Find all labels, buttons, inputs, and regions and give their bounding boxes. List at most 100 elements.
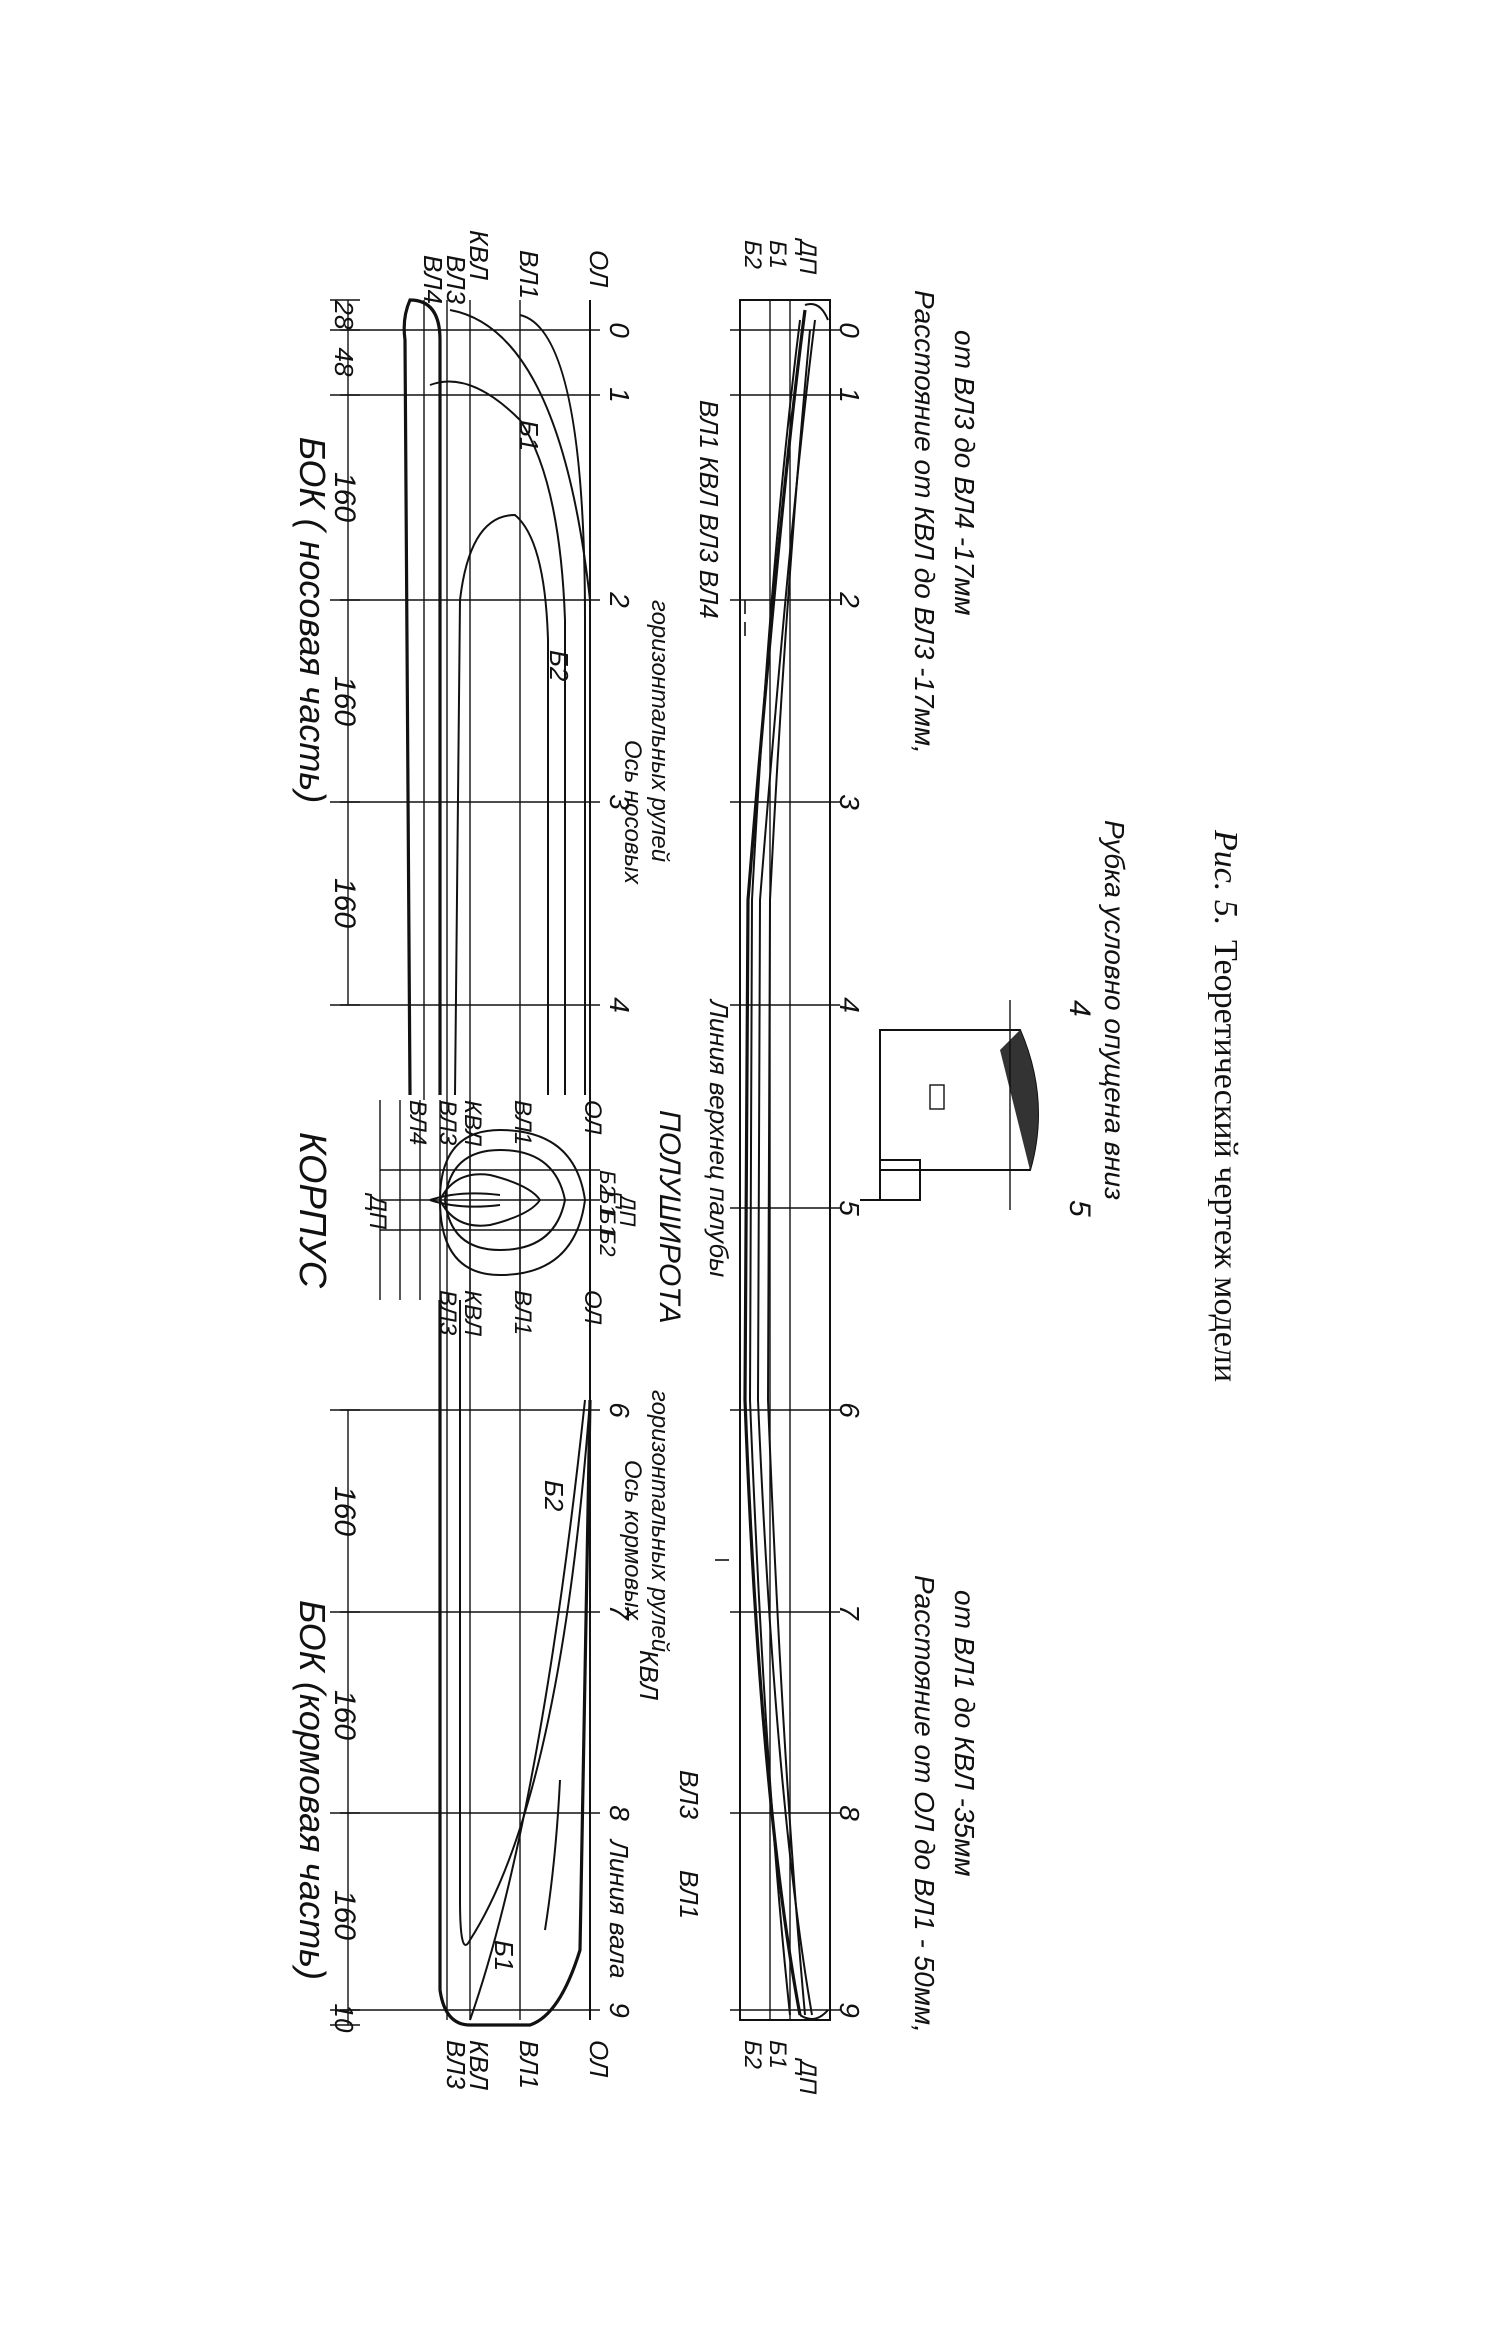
svg-text:160: 160 xyxy=(328,878,361,928)
svg-text:Б1: Б1 xyxy=(595,1210,620,1237)
profile-bow-bottom xyxy=(519,314,586,1095)
svg-text:ВЛ1: ВЛ1 xyxy=(514,2040,544,2089)
svg-text:Рубка условно опущена вниз: Рубка условно опущена вниз xyxy=(1099,820,1130,1200)
profile-bow-buttock-3 xyxy=(454,513,549,1096)
stern-waterline-labels: ВЛ3 КВЛ ВЛ1 ОЛ Б1 Б2 Линия вала xyxy=(441,1480,634,2090)
svg-text:5: 5 xyxy=(1063,1200,1096,1217)
svg-text:0: 0 xyxy=(604,322,635,338)
svg-text:160: 160 xyxy=(328,1690,361,1740)
profile-bow-buttock-2 xyxy=(429,380,566,1095)
dimension-values: 160 160 160 10 160 160 160 48 28 xyxy=(328,300,361,2033)
rudder-axis-labels: Ось носовых горизонтальных рулей Ось кор… xyxy=(619,600,673,1652)
profile-stations xyxy=(340,329,600,2011)
svg-text:ОЛ: ОЛ xyxy=(584,2040,614,2077)
svg-text:7: 7 xyxy=(834,1604,865,1621)
svg-text:ДП: ДП xyxy=(615,1192,640,1226)
svg-text:Б1: Б1 xyxy=(764,240,791,269)
svg-text:ВЛ1: ВЛ1 xyxy=(509,1290,536,1335)
svg-text:2: 2 xyxy=(834,591,865,608)
profile-stern-buttock-2 xyxy=(469,1399,586,2021)
svg-text:ОЛ: ОЛ xyxy=(579,1100,606,1135)
svg-text:ПОЛУШИРОТА: ПОЛУШИРОТА xyxy=(653,1110,686,1324)
svg-text:ВЛ3: ВЛ3 xyxy=(674,1770,704,1820)
svg-text:ВЛ1: ВЛ1 xyxy=(509,1100,536,1145)
svg-text:ОЛ: ОЛ xyxy=(579,1290,606,1325)
svg-text:7: 7 xyxy=(604,1604,635,1621)
svg-text:ДП: ДП xyxy=(794,237,821,275)
halfbreadth-station-numbers: 9 8 7 6 5 4 3 2 1 0 xyxy=(834,322,865,2018)
svg-text:КВЛ: КВЛ xyxy=(459,1290,486,1337)
svg-text:Б1: Б1 xyxy=(489,1940,519,1971)
svg-text:Линия вала: Линия вала xyxy=(604,1838,634,1978)
profile-bow-buttock-1 xyxy=(449,309,591,601)
svg-text:Ось носовых: Ось носовых xyxy=(619,740,646,885)
halfbreadth-bow-tip xyxy=(804,303,829,321)
svg-text:Б2: Б2 xyxy=(595,1230,620,1257)
svg-text:5: 5 xyxy=(834,1200,865,1216)
bow-waterline-labels: ВЛ4 ВЛ3 КВЛ ВЛ1 ОЛ Б1 Б2 xyxy=(418,230,614,682)
profile-stern-shaft xyxy=(544,1779,561,1931)
svg-text:ВЛ3: ВЛ3 xyxy=(441,255,471,305)
svg-text:28: 28 xyxy=(329,300,359,330)
svg-text:Б2: Б2 xyxy=(544,650,574,682)
svg-text:ВЛ3: ВЛ3 xyxy=(441,2040,471,2090)
body-plan-title: КОРПУС xyxy=(291,1132,333,1289)
svg-text:ВЛ4: ВЛ4 xyxy=(404,1100,431,1145)
svg-text:ВЛ1: ВЛ1 xyxy=(514,250,544,299)
svg-text:ВЛ3: ВЛ3 xyxy=(434,1290,461,1336)
svg-text:Линия верхнец палубы: Линия верхнец палубы xyxy=(704,998,734,1277)
svg-text:160: 160 xyxy=(328,676,361,726)
svg-text:Ось кормовых: Ось кормовых xyxy=(619,1460,646,1621)
svg-text:ДП: ДП xyxy=(364,1192,391,1230)
profile-stern-buttock-1 xyxy=(459,1300,591,1946)
profile-hull-outline-bow xyxy=(402,298,442,1096)
svg-text:от ВЛ3 до ВЛ4 -17мм: от ВЛ3 до ВЛ4 -17мм xyxy=(949,330,980,616)
svg-text:4: 4 xyxy=(1063,1000,1096,1017)
svg-text:ДП: ДП xyxy=(794,2057,821,2095)
svg-text:Расстояние от ОЛ до ВЛ1 - 50мм: Расстояние от ОЛ до ВЛ1 - 50мм, xyxy=(909,1575,940,2033)
svg-text:Б2: Б2 xyxy=(739,2040,766,2069)
svg-text:КВЛ: КВЛ xyxy=(464,230,494,280)
svg-text:горизонтальных рулей: горизонтальных рулей xyxy=(646,600,673,862)
svg-text:Рис. 5.: Рис. 5. xyxy=(1207,829,1244,925)
svg-text:3: 3 xyxy=(604,794,635,810)
body-plan-labels: ВЛ4 ВЛ3 КВЛ ВЛ1 ОЛ ВЛ3 КВЛ ВЛ1 ОЛ ДП Б2 … xyxy=(364,1100,640,1337)
svg-text:1: 1 xyxy=(604,387,635,403)
halfbreadth-labels: ПОЛУШИРОТА Линия верхнец палубы ВЛ1 КВЛ … xyxy=(634,237,821,2095)
svg-text:КВЛ: КВЛ xyxy=(634,1650,664,1700)
svg-text:ВЛ1: ВЛ1 xyxy=(674,1870,704,1919)
svg-text:от ВЛ1 до КВЛ -35мм: от ВЛ1 до КВЛ -35мм xyxy=(949,1590,980,1877)
body-plan xyxy=(379,1100,600,1300)
svg-text:4: 4 xyxy=(834,997,865,1013)
halfbreadth-wl-2 xyxy=(748,319,801,2016)
svg-text:горизонтальных рулей: горизонтальных рулей xyxy=(646,1390,673,1652)
svg-text:8: 8 xyxy=(604,1805,635,1821)
halfbreadth-stations xyxy=(730,329,840,2011)
svg-text:ВЛ4: ВЛ4 xyxy=(418,255,448,304)
svg-text:6: 6 xyxy=(834,1402,865,1418)
profile-station-numbers: 4 3 2 1 0 6 7 8 9 xyxy=(604,322,635,2018)
svg-text:КВЛ: КВЛ xyxy=(464,2040,494,2090)
profile-hull-outline-stern xyxy=(438,1300,592,2027)
svg-text:160: 160 xyxy=(328,472,361,522)
svg-text:9: 9 xyxy=(604,2002,635,2018)
svg-text:Теоретический чертеж модели: Теоретический чертеж модели xyxy=(1207,940,1244,1382)
svg-text:Б1: Б1 xyxy=(514,420,544,451)
halfbreadth-frame xyxy=(739,299,831,2021)
stern-section-title: БОК (кормовая часть) xyxy=(292,1600,333,1980)
svg-text:9: 9 xyxy=(834,2002,865,2018)
svg-text:48: 48 xyxy=(329,348,359,377)
svg-text:Расстояние от КВЛ до ВЛ3 -17мм: Расстояние от КВЛ до ВЛ3 -17мм, xyxy=(909,290,940,754)
svg-text:Б2: Б2 xyxy=(739,240,766,269)
svg-text:4: 4 xyxy=(604,997,635,1013)
bow-section-title: БОК ( носовая часть) xyxy=(292,437,333,804)
conning-tower-labels: Рубка условно опущена вниз 4 5 xyxy=(1063,820,1130,1217)
svg-text:8: 8 xyxy=(834,1805,865,1821)
halfbreadth-wl-3 xyxy=(766,329,811,2016)
distance-notes: Расстояние от КВЛ до ВЛ3 -17мм, от ВЛ3 д… xyxy=(909,290,980,2033)
svg-text:Б2: Б2 xyxy=(595,1170,620,1197)
svg-text:2: 2 xyxy=(604,591,635,608)
svg-text:10: 10 xyxy=(329,2004,359,2033)
